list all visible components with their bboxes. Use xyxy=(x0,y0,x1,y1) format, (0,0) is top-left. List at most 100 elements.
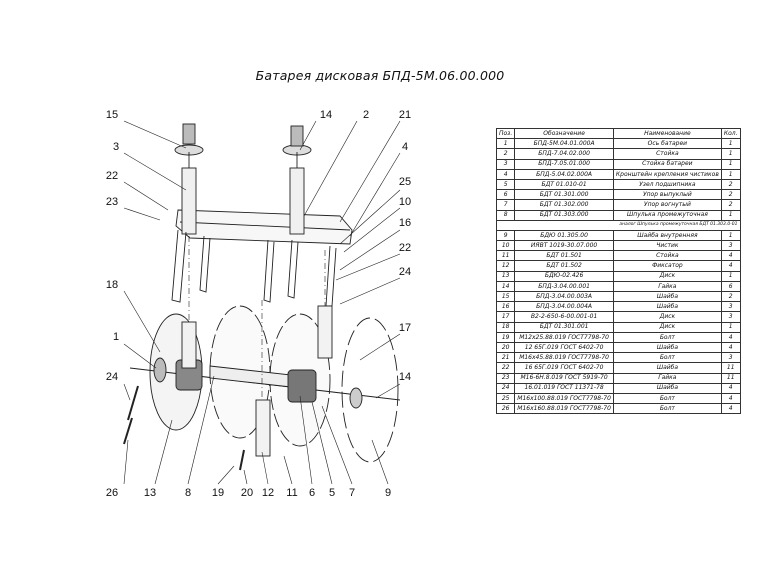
cell-name: Болт xyxy=(612,392,722,405)
cell-note: аналог Шпулька промежуточная БДТ 01.303.… xyxy=(496,219,741,231)
callout-26: 26 xyxy=(106,487,118,499)
cell-designation: БПД-7.05.01.000 xyxy=(514,158,614,170)
cell-name: Фиксатор xyxy=(612,260,722,272)
cell-pos: 2 xyxy=(495,148,516,160)
cell-designation: М16х100.88.019 ГОСТ7798-70 xyxy=(514,392,614,405)
cell-name: Ось батареи xyxy=(612,138,722,150)
cell-qty: 2 xyxy=(720,178,741,191)
cell-designation: БПД-5М.04.01.000А xyxy=(514,138,614,150)
bearing-right xyxy=(287,369,317,403)
cell-name: Шайба xyxy=(612,341,722,354)
cell-designation: М16х45.88.019 ГОСТ7798-70 xyxy=(514,352,614,364)
post-right xyxy=(289,167,305,235)
cell-designation: БПД-7.04.02.000 xyxy=(514,148,614,160)
callout-17: 17 xyxy=(399,322,411,334)
assembly-drawing: 15 14 2 21 3 4 22 25 23 10 16 22 24 18 1… xyxy=(106,109,411,499)
cell-qty: 4 xyxy=(720,260,741,272)
cell-designation: М12х25.88.019 ГОСТ7798-70 xyxy=(514,331,614,343)
callout-12: 12 xyxy=(262,487,274,499)
cell-pos: 8 xyxy=(495,209,516,221)
cell-name: Стойка xyxy=(612,148,722,160)
disc-right xyxy=(341,317,399,463)
drawing-title: Батарея дисковая БПД-5М.06.00.000 xyxy=(255,68,505,83)
cell-qty: 1 xyxy=(720,229,741,242)
cell-qty: 2 xyxy=(720,199,741,211)
cell-pos: 25 xyxy=(495,392,516,405)
cell-designation: БДТ 01.303.000 xyxy=(514,209,614,221)
cell-pos: 23 xyxy=(495,372,516,384)
callout-23: 23 xyxy=(106,196,118,208)
cell-qty: 3 xyxy=(720,240,741,252)
callout-14b: 14 xyxy=(399,371,411,383)
cell-name: Гайка xyxy=(612,280,722,293)
callout-22b: 22 xyxy=(399,242,411,254)
parts-table-header: Поз. Обозначение Наименование Кол. xyxy=(495,127,741,140)
cell-qty: 1 xyxy=(720,270,741,282)
cell-name: Шпулька промежуточная xyxy=(612,209,722,221)
cell-pos: 3 xyxy=(495,158,516,170)
cell-qty: 1 xyxy=(720,158,741,170)
cell-name: Стойка батареи xyxy=(612,158,722,170)
cell-designation: БПД-3.04.00.001 xyxy=(514,280,614,293)
cell-designation: В2-2-650-6-00.001-01 xyxy=(514,311,614,323)
cell-name: Стойка xyxy=(612,250,722,262)
callout-14: 14 xyxy=(320,109,332,121)
cell-designation: БПД-5.04.02.000А xyxy=(514,168,614,180)
cell-name: Болт xyxy=(612,403,722,415)
callout-13: 13 xyxy=(144,487,156,499)
cell-name: Чистик xyxy=(612,240,722,252)
cell-qty: 1 xyxy=(720,209,741,221)
cell-designation: М16х160.88.019 ГОСТ7798-70 xyxy=(514,403,614,415)
frame-beam xyxy=(175,209,353,245)
callout-6: 6 xyxy=(309,487,315,499)
cell-qty: 1 xyxy=(720,321,741,333)
cell-pos: 13 xyxy=(495,270,516,282)
cell-name: Узел подшипника xyxy=(612,178,722,191)
cell-name: Диск xyxy=(612,270,722,282)
cell-pos: 15 xyxy=(495,290,516,303)
cell-name: Болт xyxy=(612,331,722,343)
cell-designation: БДТ 01.502 xyxy=(514,260,614,272)
callout-24: 24 xyxy=(399,266,411,278)
cell-qty: 2 xyxy=(720,290,741,303)
cell-pos: 4 xyxy=(495,168,516,180)
cell-qty: 11 xyxy=(720,362,741,374)
cell-qty: 4 xyxy=(720,382,741,394)
cell-name: Кронштейн крепления чистиков xyxy=(612,168,722,180)
cell-qty: 4 xyxy=(720,392,741,405)
header-name: Наименование xyxy=(612,127,722,140)
cell-pos: 19 xyxy=(495,331,516,343)
cell-designation: БДЮ 01.305.00 xyxy=(514,229,614,242)
cell-designation: ИЯВТ 1019-30.07.000 xyxy=(514,240,614,252)
cell-name: Шайба внутренняя xyxy=(612,229,722,242)
cell-designation: БДТ 01.010-01 xyxy=(514,178,614,191)
cell-pos: 17 xyxy=(495,311,516,323)
cell-qty: 4 xyxy=(720,331,741,343)
cell-designation: 16.01.019 ГОСТ 11371-78 xyxy=(514,382,614,394)
cell-pos: 10 xyxy=(495,240,516,252)
cell-designation: 12 65Г.019 ГОСТ 6402-70 xyxy=(514,341,614,354)
callout-5: 5 xyxy=(329,487,335,499)
cell-designation: 16 65Г.019 ГОСТ 6402-70 xyxy=(514,362,614,374)
callout-10: 10 xyxy=(399,196,411,208)
cell-designation: БДТ 01.302.000 xyxy=(514,199,614,211)
cell-designation: БДТ 01.501 xyxy=(514,250,614,262)
cell-designation: БДТ 01.301.000 xyxy=(514,189,614,201)
